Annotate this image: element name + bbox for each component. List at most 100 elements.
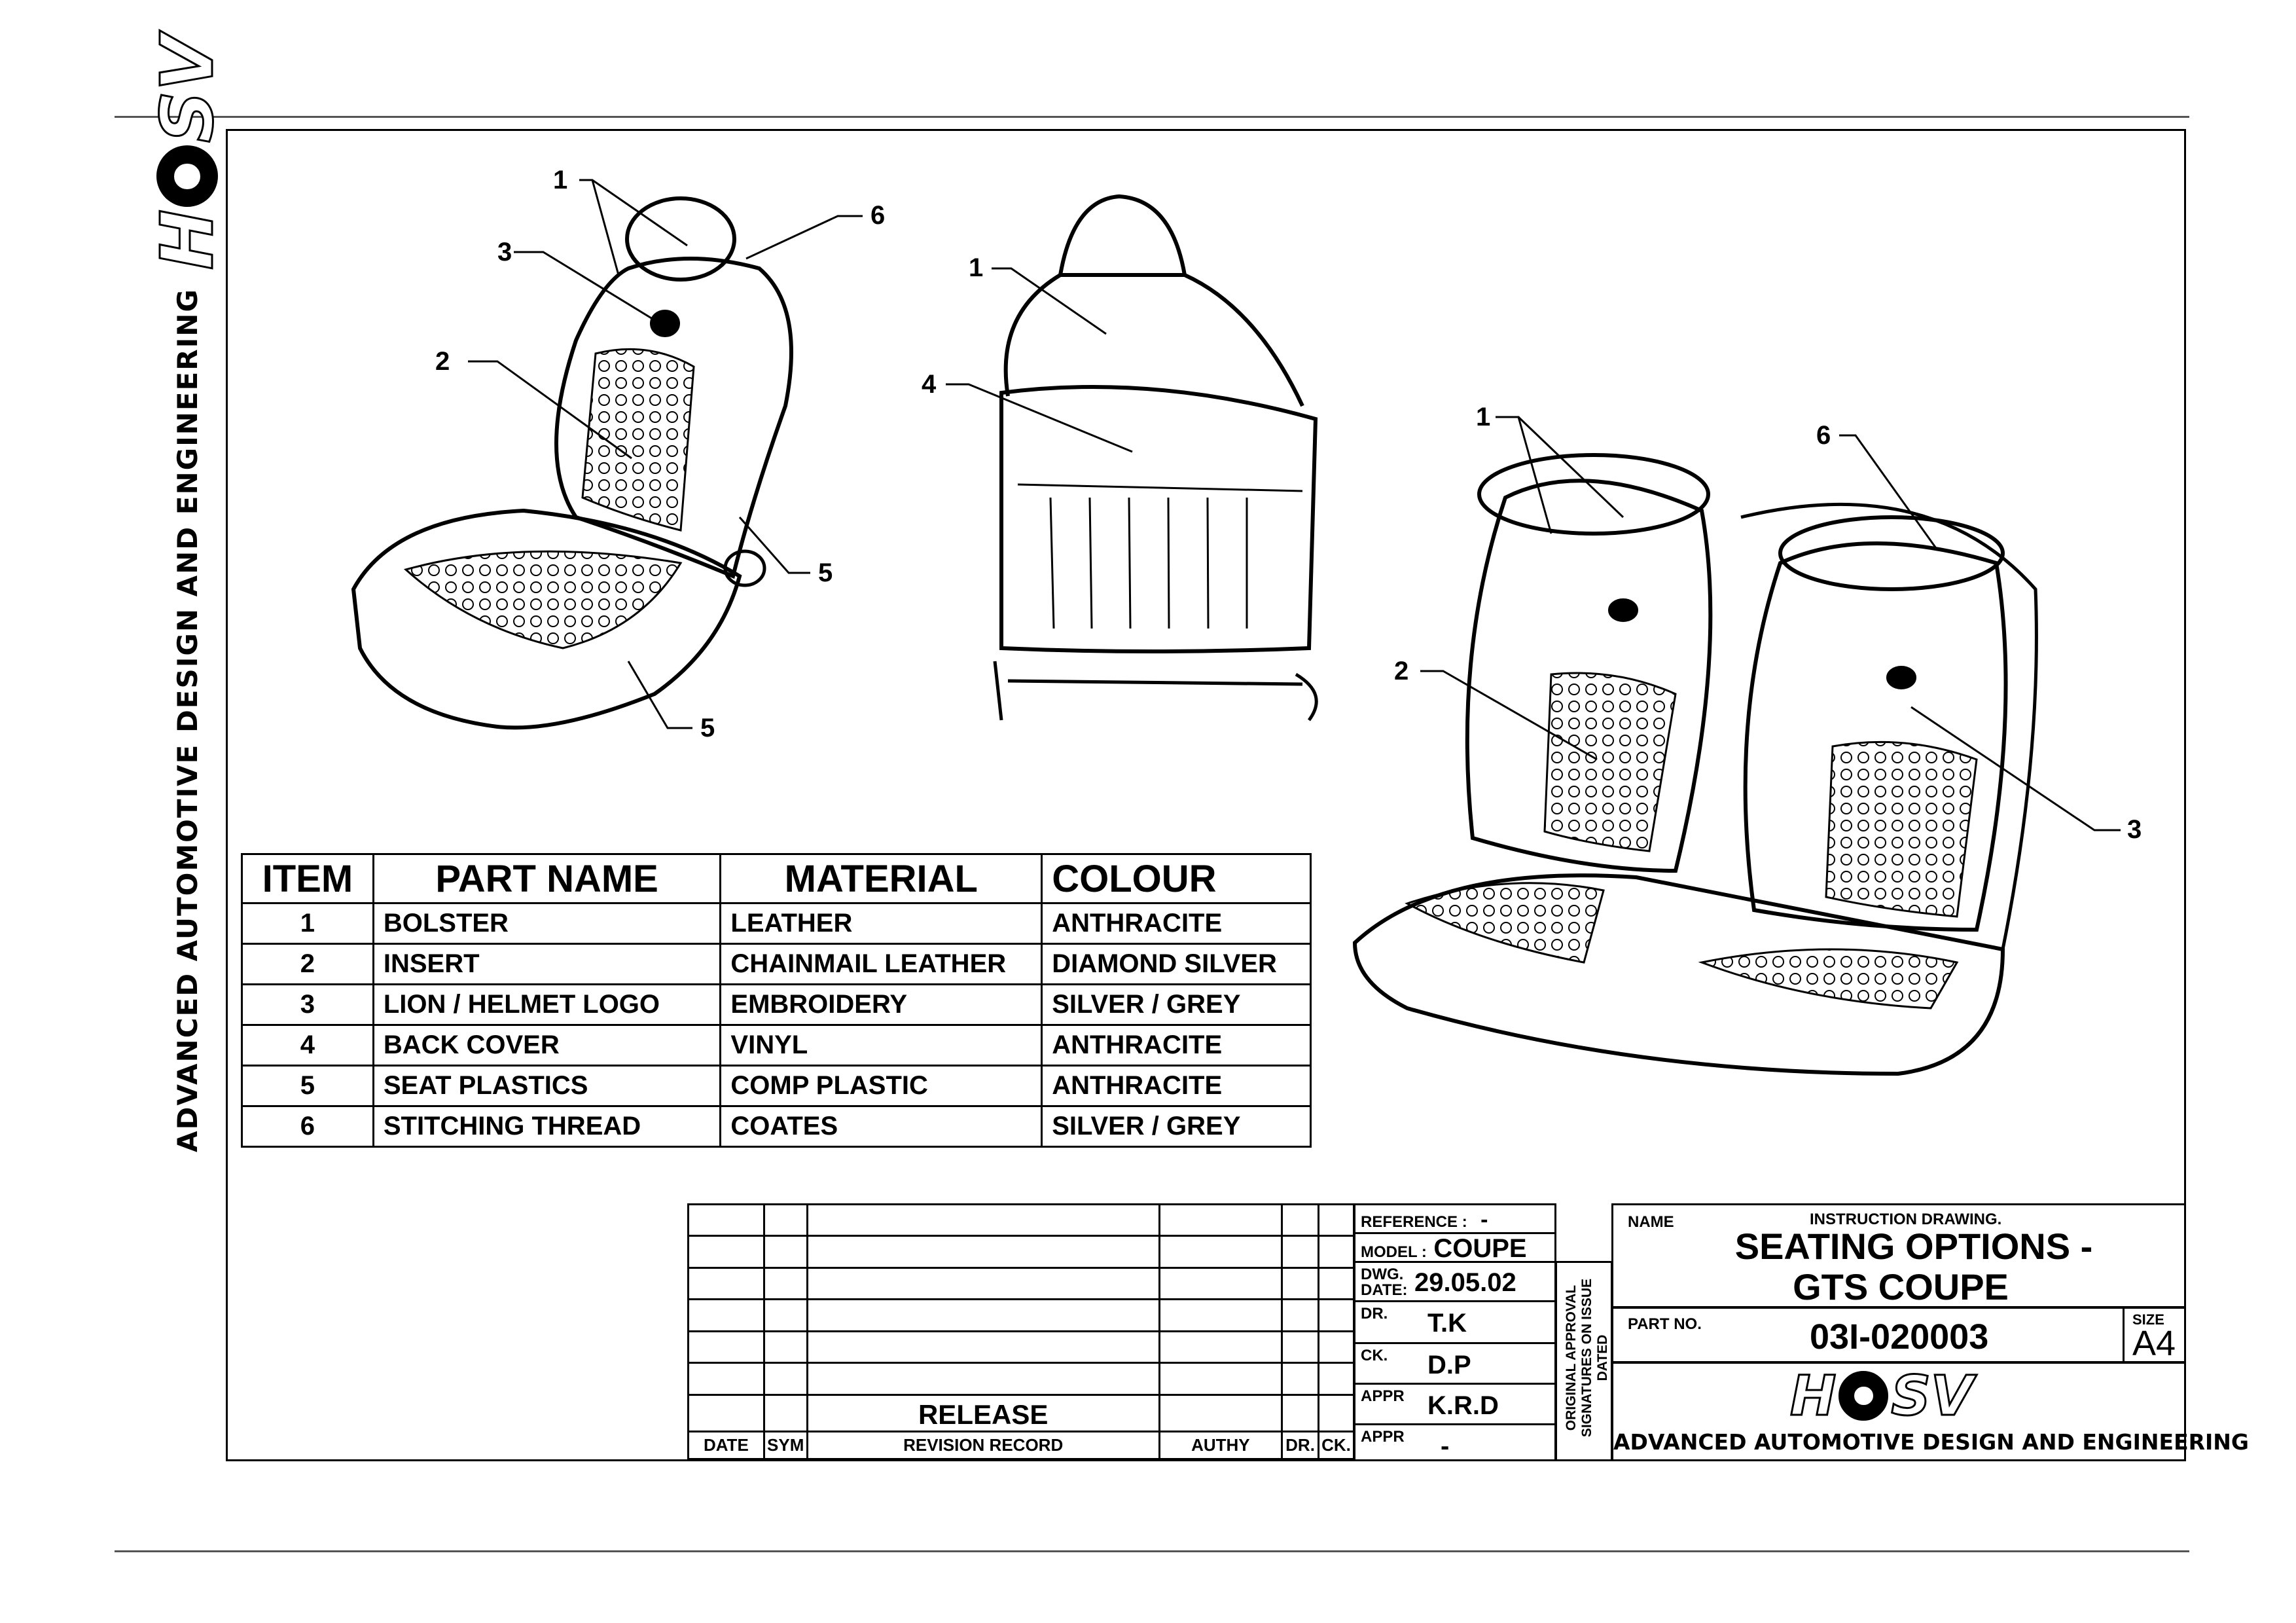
revision-record: RELEASE DATE SYM REVISION RECORD AUTHY D… <box>687 1203 1355 1460</box>
back-cover-seam <box>1017 483 1303 492</box>
rear-seats-leaders <box>1420 416 2121 831</box>
callout-rear-6: 6 <box>1816 421 1831 450</box>
top-rule <box>115 116 2189 118</box>
callout-5b: 5 <box>700 714 715 742</box>
size-label: SIZE <box>2132 1311 2164 1328</box>
drawing-title-line1: SEATING OPTIONS - <box>1734 1226 2093 1267</box>
table-row: 2 INSERT CHAINMAIL LEATHER DIAMOND SILVE… <box>241 943 1312 985</box>
bottom-rule <box>115 1550 2189 1552</box>
revision-header-row: DATE SYM REVISION RECORD AUTHY DR. CK. <box>687 1431 1355 1460</box>
front-seat-side-view <box>351 196 793 730</box>
dwg-date-value: 29.05.02 <box>1414 1268 1516 1297</box>
left-seat-callout-labels: 1 6 3 2 5 5 <box>435 166 885 742</box>
callout-rear-2: 2 <box>1394 657 1408 685</box>
cushion-insert <box>403 550 683 649</box>
title-brand-block: H SV ADVANCED AUTOMOTIVE DESIGN AND ENGI… <box>1611 1362 2250 1461</box>
appr2-value: - <box>1441 1432 1450 1461</box>
rev-col-date: DATE <box>687 1431 765 1460</box>
model-label: MODEL : <box>1361 1243 1427 1261</box>
parts-table: ITEM PART NAME MATERIAL COLOUR 1 BOLSTER… <box>241 853 1312 1148</box>
rear-left-back <box>1465 479 1713 873</box>
callout-3: 3 <box>497 238 512 266</box>
callout-rear-3: 3 <box>2127 815 2142 844</box>
name-label: NAME <box>1628 1213 1674 1231</box>
rear-left-insert <box>1543 672 1677 852</box>
table-row: 6 STITCHING THREAD COATES SILVER / GREY <box>241 1105 1312 1148</box>
rev-col-record: REVISION RECORD <box>806 1431 1160 1460</box>
title-logo-emblem <box>1839 1371 1889 1421</box>
callout-2: 2 <box>435 347 450 376</box>
part-no-block: PART NO. 03I-020003 SIZE A4 <box>1611 1307 2186 1363</box>
seat-back-view <box>993 194 1318 721</box>
rear-seats-view <box>1352 453 2038 1076</box>
table-row: 1 BOLSTER LEATHER ANTHRACITE <box>241 902 1312 945</box>
lion-logo-side <box>650 310 680 337</box>
appr2-label: APPR <box>1361 1428 1405 1446</box>
rear-cushion-insert <box>1405 882 1605 964</box>
col-material: MATERIAL <box>719 853 1043 904</box>
callout-back-1: 1 <box>969 253 983 282</box>
callout-6: 6 <box>870 201 885 230</box>
parts-table-header: ITEM PART NAME MATERIAL COLOUR <box>241 853 1312 904</box>
rev-col-authy: AUTHY <box>1158 1431 1283 1460</box>
back-insert <box>581 348 695 532</box>
rear-right-insert <box>1825 740 1978 918</box>
back-headrest <box>1058 194 1187 276</box>
reference-value: - <box>1480 1207 1488 1232</box>
headrest <box>625 196 736 282</box>
col-part-name: PART NAME <box>372 853 722 904</box>
back-view-callout-labels: 1 4 <box>922 253 983 399</box>
left-seat-leaders <box>468 179 863 729</box>
rear-cushion-insert-right <box>1698 948 1959 1010</box>
seat-back-outline <box>554 257 793 579</box>
release-label: RELEASE <box>806 1393 1160 1433</box>
drawing-title-line2: GTS COUPE <box>1793 1266 2009 1307</box>
callout-1: 1 <box>553 166 567 194</box>
approval-note-column: ORIGINAL APPROVAL SIGNATURES ON ISSUE DA… <box>1555 1261 1613 1461</box>
ck-label: CK. <box>1361 1347 1388 1364</box>
callout-rear-1: 1 <box>1476 403 1490 431</box>
reference-label: REFERENCE : <box>1361 1213 1467 1231</box>
callout-5: 5 <box>818 558 833 587</box>
back-view-leaders <box>946 267 1133 453</box>
rear-left-logo <box>1608 598 1638 622</box>
rear-left-headrest <box>1477 453 1710 536</box>
recliner-knob <box>723 549 766 587</box>
table-row: 4 BACK COVER VINYL ANTHRACITE <box>241 1024 1312 1067</box>
approval-note: ORIGINAL APPROVAL SIGNATURES ON ISSUE DA… <box>1564 1278 1610 1438</box>
model-value: COUPE <box>1433 1234 1527 1263</box>
dwg-date-label: DWG. DATE: <box>1361 1266 1408 1299</box>
appr-label: APPR <box>1361 1387 1405 1405</box>
back-cover-panel <box>999 385 1318 653</box>
col-colour: COLOUR <box>1041 853 1312 904</box>
rev-col-ck: CK. <box>1318 1431 1355 1460</box>
callout-back-4: 4 <box>922 370 937 399</box>
rear-right-logo <box>1886 666 1916 689</box>
title-tagline: ADVANCED AUTOMOTIVE DESIGN AND ENGINEERI… <box>1613 1429 2250 1455</box>
seat-rail <box>993 661 1318 721</box>
rev-col-dr: DR. <box>1281 1431 1319 1460</box>
table-row: 5 SEAT PLASTICS COMP PLASTIC ANTHRACITE <box>241 1065 1312 1107</box>
size-value: A4 <box>2132 1324 2176 1363</box>
ck-value: D.P <box>1427 1351 1471 1379</box>
rear-cushion <box>1352 873 2005 1076</box>
signoff-block: REFERENCE : - MODEL : COUPE DWG. DATE: 2… <box>1354 1203 1556 1461</box>
name-block: NAME INSTRUCTION DRAWING. SEATING OPTION… <box>1611 1203 2186 1308</box>
rev-col-sym: SYM <box>762 1431 808 1460</box>
rear-seats-callout-labels: 1 6 2 3 <box>1394 403 2142 844</box>
col-item: ITEM <box>241 853 374 904</box>
back-cover-pleats <box>1049 497 1248 629</box>
back-upper-shell <box>1003 273 1304 407</box>
instruction-label: INSTRUCTION DRAWING. <box>1810 1211 2002 1228</box>
seat-cushion-outline <box>351 508 742 730</box>
dr-value: T.K <box>1427 1309 1467 1338</box>
dr-label: DR. <box>1361 1305 1388 1322</box>
rear-shelf <box>1740 502 2038 950</box>
part-no-value: 03I-020003 <box>1810 1317 1989 1357</box>
appr-value: K.R.D <box>1427 1391 1499 1420</box>
rear-right-headrest <box>1778 515 2005 591</box>
table-row: 3 LION / HELMET LOGO EMBROIDERY SILVER /… <box>241 983 1312 1026</box>
drawing-frame <box>226 129 2186 1461</box>
part-no-label: PART NO. <box>1628 1315 1702 1333</box>
